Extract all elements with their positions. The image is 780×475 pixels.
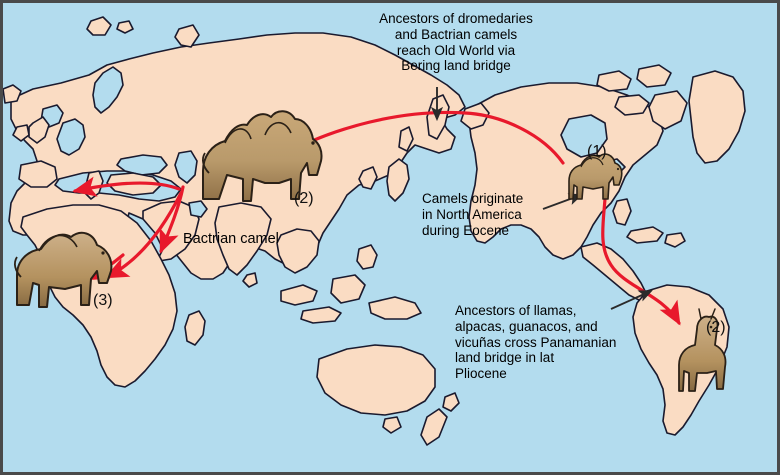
annotation-panama-land-bridge: Ancestors of llamas, alpacas, guanacos, …: [455, 303, 617, 382]
indonesia-java: [300, 306, 342, 324]
indian-subcontinent: [214, 202, 272, 276]
florida-peninsula: [612, 198, 632, 226]
marker-central-asia: (2): [294, 190, 314, 207]
iceland: [3, 84, 22, 104]
australia-landmass: [316, 344, 436, 416]
iberian-peninsula: [18, 160, 58, 188]
persian-gulf: [188, 200, 208, 218]
cuba-caribbean: [626, 226, 664, 244]
black-sea: [116, 154, 168, 176]
korean-peninsula: [358, 166, 378, 190]
hispaniola: [664, 232, 686, 248]
annotation-camels-origin: Camels originate in North America during…: [422, 191, 524, 238]
dromedary-camel-icon: [14, 231, 113, 308]
sakhalin: [398, 126, 414, 152]
canadian-arctic-island-2: [636, 64, 672, 88]
canadian-arctic-island-3: [614, 94, 650, 116]
route-bering-to-asia: [276, 110, 565, 165]
leader-panama: [610, 290, 653, 310]
route-asia-to-europe: [72, 176, 181, 197]
baffin-island: [648, 90, 688, 130]
southeast-asia: [276, 228, 320, 274]
leader-lines: [430, 87, 653, 310]
sri-lanka: [242, 272, 258, 288]
north-america-camel-icon: [568, 153, 623, 200]
leader-origin: [542, 193, 583, 210]
madagascar: [184, 310, 206, 346]
annotation-bering-land-bridge: Ancestors of dromedaries and Bactrian ca…: [379, 11, 533, 74]
greenland: [688, 70, 746, 164]
route-asia-to-africa: [104, 191, 183, 279]
new-guinea: [368, 296, 422, 320]
migration-routes: [72, 110, 681, 326]
new-zealand-south: [420, 408, 448, 446]
baltic-sea: [56, 118, 86, 156]
british-isles: [28, 116, 50, 144]
ireland: [12, 124, 30, 142]
llama-icon: [678, 308, 727, 392]
bactrian-camel-icon: [202, 110, 323, 202]
arctic-island-small: [116, 20, 134, 34]
novaya-zemlya: [174, 24, 200, 48]
canadian-arctic-island-1: [596, 70, 632, 92]
new-zealand-north: [442, 392, 460, 412]
hudson-bay: [560, 114, 608, 158]
bactrian-camel-label: Bactrian camel: [183, 231, 279, 247]
philippines: [356, 244, 378, 270]
route-north-to-south-america: [601, 197, 681, 326]
indonesia-sumatra: [280, 284, 318, 306]
scandinavia-peninsula: [92, 66, 124, 114]
japan-islands: [386, 158, 410, 202]
alaska-peninsula: [460, 102, 490, 130]
borneo: [330, 274, 366, 304]
svalbard: [86, 16, 112, 36]
marker-south-america: (2): [706, 319, 726, 336]
marker-africa: (3): [93, 292, 113, 309]
tasmania: [382, 416, 402, 434]
marker-north-america: (1): [587, 143, 607, 160]
caspian-sea: [174, 150, 198, 184]
world-map: [3, 3, 777, 472]
